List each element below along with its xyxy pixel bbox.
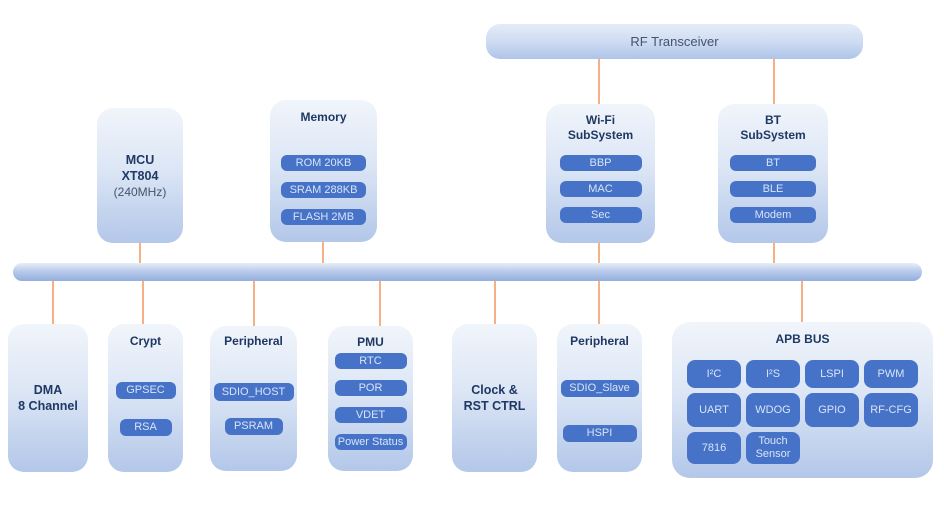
- dma-block: DMA 8 Channel: [8, 324, 88, 472]
- memory-chip-stack: ROM 20KB SRAM 288KB FLASH 2MB: [281, 155, 366, 225]
- rom-chip: ROM 20KB: [281, 155, 366, 171]
- peripheral-host-block: Peripheral SDIO_HOST PSRAM: [210, 326, 297, 471]
- rf-cfg-chip: RF-CFG: [864, 393, 918, 427]
- memory-block: Memory ROM 20KB SRAM 288KB FLASH 2MB: [270, 100, 377, 242]
- dma-line1: DMA: [33, 383, 63, 397]
- wifi-title-line1: Wi-Fi: [585, 113, 616, 127]
- dma-text: DMA 8 Channel: [8, 324, 88, 472]
- wifi-subsystem-block: Wi-Fi SubSystem BBP MAC Sec: [546, 104, 655, 243]
- connector-bus-to-pmu: [379, 281, 381, 326]
- apb-row-3: 7816 Touch Sensor: [687, 432, 918, 464]
- connector-rf-to-wifi: [598, 59, 600, 105]
- mcu-line3: (240MHz): [113, 184, 167, 199]
- rsa-chip: RSA: [119, 419, 172, 436]
- pmu-block: PMU RTC POR VDET Power Status: [328, 326, 413, 471]
- bt-title: BT SubSystem: [740, 113, 805, 143]
- crypt-block: Crypt GPSEC RSA: [108, 324, 183, 472]
- wifi-title: Wi-Fi SubSystem: [568, 113, 633, 143]
- connector-bus-to-dma: [52, 281, 54, 324]
- peripheral-host-chip-stack: SDIO_HOST PSRAM: [213, 383, 294, 435]
- bt-chip-stack: BT BLE Modem: [730, 155, 816, 223]
- bbp-chip: BBP: [559, 155, 642, 171]
- crypt-title: Crypt: [129, 334, 162, 348]
- connector-bus-to-crypt: [142, 281, 144, 324]
- modem-chip: Modem: [730, 207, 816, 223]
- por-chip: POR: [334, 380, 407, 396]
- flash-chip: FLASH 2MB: [281, 209, 366, 225]
- rf-transceiver-label: RF Transceiver: [630, 34, 719, 49]
- i2c-chip: I²C: [687, 360, 741, 388]
- sec-chip: Sec: [559, 207, 642, 223]
- pmu-title: PMU: [357, 335, 384, 349]
- apb-bus-block: APB BUS I²C I²S LSPI PWM UART WDOG GPIO …: [672, 322, 933, 478]
- lspi-chip: LSPI: [805, 360, 859, 388]
- ble-chip: BLE: [730, 181, 816, 197]
- wifi-title-line2: SubSystem: [567, 128, 634, 142]
- gpio-chip: GPIO: [805, 393, 859, 427]
- clock-rst-ctrl-block: Clock & RST CTRL: [452, 324, 537, 472]
- mac-chip: MAC: [559, 181, 642, 197]
- pmu-chip-stack: RTC POR VDET Power Status: [334, 353, 407, 450]
- mcu-block: MCU XT804 (240MHz): [97, 108, 183, 243]
- bt-subsystem-block: BT SubSystem BT BLE Modem: [718, 104, 828, 243]
- pwm-chip: PWM: [864, 360, 918, 388]
- apb-bus-title: APB BUS: [775, 332, 830, 346]
- connector-bus-to-clock: [494, 281, 496, 324]
- hspi-chip: HSPI: [562, 425, 637, 442]
- gpsec-chip: GPSEC: [115, 382, 176, 399]
- clock-text: Clock & RST CTRL: [452, 324, 537, 472]
- vdet-chip: VDET: [334, 407, 407, 423]
- psram-chip: PSRAM: [224, 418, 283, 435]
- memory-title: Memory: [300, 110, 347, 124]
- mcu-line2: XT804: [121, 168, 159, 183]
- sram-chip: SRAM 288KB: [281, 182, 366, 198]
- peripheral-slave-title: Peripheral: [570, 334, 629, 348]
- 7816-chip: 7816: [687, 432, 741, 464]
- touch-sensor-chip: Touch Sensor: [746, 432, 800, 464]
- dma-line2: 8 Channel: [18, 399, 78, 413]
- uart-chip: UART: [687, 393, 741, 427]
- bt-title-line1: BT: [764, 113, 781, 127]
- mcu-text: MCU XT804 (240MHz): [97, 108, 183, 243]
- connector-bus-to-peripheral-host: [253, 281, 255, 326]
- connector-memory-to-bus: [322, 242, 324, 263]
- sdio-host-chip: SDIO_HOST: [213, 383, 294, 401]
- peripheral-host-title: Peripheral: [224, 334, 283, 348]
- bt-title-line2: SubSystem: [740, 128, 806, 142]
- system-bus-bar: [13, 263, 922, 281]
- wifi-chip-stack: BBP MAC Sec: [559, 155, 642, 223]
- connector-bt-to-bus: [773, 243, 775, 263]
- rf-transceiver-block: RF Transceiver: [486, 24, 863, 59]
- mcu-line1: MCU: [125, 152, 155, 167]
- i2s-chip: I²S: [746, 360, 800, 388]
- bt-chip: BT: [730, 155, 816, 171]
- apb-row-1: I²C I²S LSPI PWM: [687, 360, 918, 388]
- wdog-chip: WDOG: [746, 393, 800, 427]
- clock-line2: RST CTRL: [463, 399, 526, 413]
- rtc-chip: RTC: [334, 353, 407, 369]
- apb-chip-grid: I²C I²S LSPI PWM UART WDOG GPIO RF-CFG 7…: [687, 360, 918, 464]
- connector-bus-to-apb: [801, 281, 803, 322]
- power-status-chip: Power Status: [334, 434, 407, 450]
- connector-mcu-to-bus: [139, 243, 141, 263]
- peripheral-slave-chip-stack: SDIO_Slave HSPI: [560, 380, 639, 442]
- clock-line1: Clock &: [471, 383, 518, 397]
- peripheral-slave-block: Peripheral SDIO_Slave HSPI: [557, 324, 642, 472]
- connector-rf-to-bt: [773, 59, 775, 105]
- connector-wifi-to-bus: [598, 243, 600, 263]
- crypt-chip-stack: GPSEC RSA: [115, 382, 176, 436]
- sdio-slave-chip: SDIO_Slave: [560, 380, 639, 397]
- connector-bus-to-peripheral-slave: [598, 281, 600, 324]
- apb-row-2: UART WDOG GPIO RF-CFG: [687, 393, 918, 427]
